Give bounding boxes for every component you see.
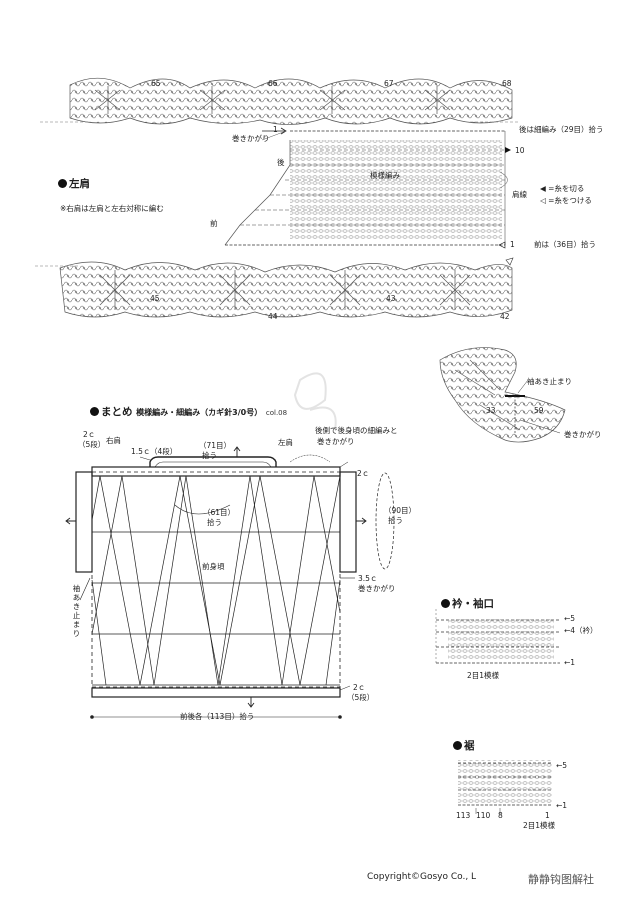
neck-4dan: （4段） xyxy=(150,447,178,456)
mirror-note: ※右肩は左肩と左右対称に編む xyxy=(60,204,164,213)
back-label: 後 xyxy=(277,158,285,167)
assembly-diagram xyxy=(65,446,395,719)
front-pickup: 前は（36目）拾う xyxy=(534,240,597,249)
hem-chart xyxy=(458,760,552,814)
back-sc-note2: 巻きかがり xyxy=(317,437,355,446)
row-4: ←4（衿） xyxy=(564,626,598,635)
motif-number: 44 xyxy=(268,312,278,321)
row-1-top: 1 xyxy=(273,125,278,134)
stitch-113: 113 xyxy=(456,811,471,820)
copyright: Copyright©Gosyo Co., L xyxy=(367,872,477,882)
motif-number: 42 xyxy=(500,312,510,321)
pattern-label: 模様編み xyxy=(370,171,400,180)
hem-row-5: ←5 xyxy=(556,761,568,770)
row-1-bottom: 1 xyxy=(510,240,515,249)
back-pickup: 後は細編み（29目）拾う xyxy=(519,125,604,134)
motif-number: 68 xyxy=(502,79,512,88)
shoulder-stitch-grid xyxy=(224,127,511,249)
left-shoulder-title: 左肩 xyxy=(58,179,90,190)
pickup-90: 拾う xyxy=(388,516,403,525)
top-5dan: （5段） xyxy=(78,440,106,449)
pickup-61: 拾う xyxy=(207,518,222,527)
count-90: （90目） xyxy=(384,506,417,515)
watermark-text: 静静钩图解社 xyxy=(528,873,594,886)
motif-number: 43 xyxy=(386,294,396,303)
motif-number: 59 xyxy=(534,406,544,415)
hem-title: 裾 xyxy=(453,741,475,752)
bullet-icon xyxy=(441,599,450,608)
top-2c: 2ｃ xyxy=(83,430,96,439)
left-shoulder-label: 左肩 xyxy=(278,438,293,447)
stitch-8: 8 xyxy=(498,811,503,820)
front-body: 前身頃 xyxy=(202,562,225,571)
sleeve-stop: 袖あき止まり xyxy=(527,377,572,386)
count-61: （61目） xyxy=(203,508,236,517)
stitch-1: 1 xyxy=(545,811,550,820)
motif-number: 45 xyxy=(150,294,160,303)
bullet-icon xyxy=(90,407,99,416)
color-code: col.08 xyxy=(265,409,288,417)
row-5: ←5 xyxy=(564,614,576,623)
row-10: 10 xyxy=(515,146,525,155)
bottom-pickup: 前後各（113目）拾う xyxy=(180,712,255,721)
motif-number: 65 xyxy=(151,79,161,88)
back-sc-note: 後側で後身頃の細編みと xyxy=(315,426,398,435)
watermark-leaf xyxy=(293,372,337,431)
bullet-icon xyxy=(58,179,67,188)
hem-row-1: ←1 xyxy=(556,801,568,810)
assembly-subtitle: 模様編み・細編み（カギ針3/0号） xyxy=(136,408,263,417)
front-label: 前 xyxy=(210,219,218,228)
stitch-110: 110 xyxy=(476,811,491,820)
side-wrap-label: 巻きかがり xyxy=(358,584,396,593)
neck-15c: 1.5ｃ xyxy=(131,447,151,456)
legend-attach: ◁ =糸をつける xyxy=(540,196,592,205)
side-motif xyxy=(439,347,566,443)
right-shoulder-label: 右肩 xyxy=(106,436,121,445)
assembly-title: まとめ 模様編み・細編み（カギ針3/0号） col.08 xyxy=(90,407,287,418)
motif-number: 33 xyxy=(486,406,496,415)
motif-number: 66 xyxy=(268,79,278,88)
shoulder-line: 肩線 xyxy=(512,190,527,199)
hem-repeat: 2目1模様 xyxy=(523,821,556,830)
neck-pickup: 拾う xyxy=(202,451,217,460)
legend-cut: ◀ =糸を切る xyxy=(540,184,585,193)
motif-number: 67 xyxy=(384,79,394,88)
sleeve-stop-vertical: 袖あき止まり xyxy=(72,584,81,638)
wrap-label: 巻きかがり xyxy=(232,134,270,143)
collar-cuff-chart xyxy=(435,609,560,664)
repeat-label: 2目1模様 xyxy=(467,671,500,680)
hem-2c: 2ｃ xyxy=(353,683,366,692)
collar-cuff-title: 衿・袖口 xyxy=(441,599,494,610)
top-motif-band xyxy=(40,77,520,125)
neck-71: （71目） xyxy=(199,441,232,450)
side-35c: 3.5ｃ xyxy=(358,574,378,583)
right-2c: 2ｃ xyxy=(357,469,370,478)
hem-5dan: （5段） xyxy=(347,693,375,702)
side-wrap: 巻きかがり xyxy=(564,430,602,439)
bottom-motif-band xyxy=(35,257,514,318)
row-1: ←1 xyxy=(564,658,576,667)
bullet-icon xyxy=(453,741,462,750)
